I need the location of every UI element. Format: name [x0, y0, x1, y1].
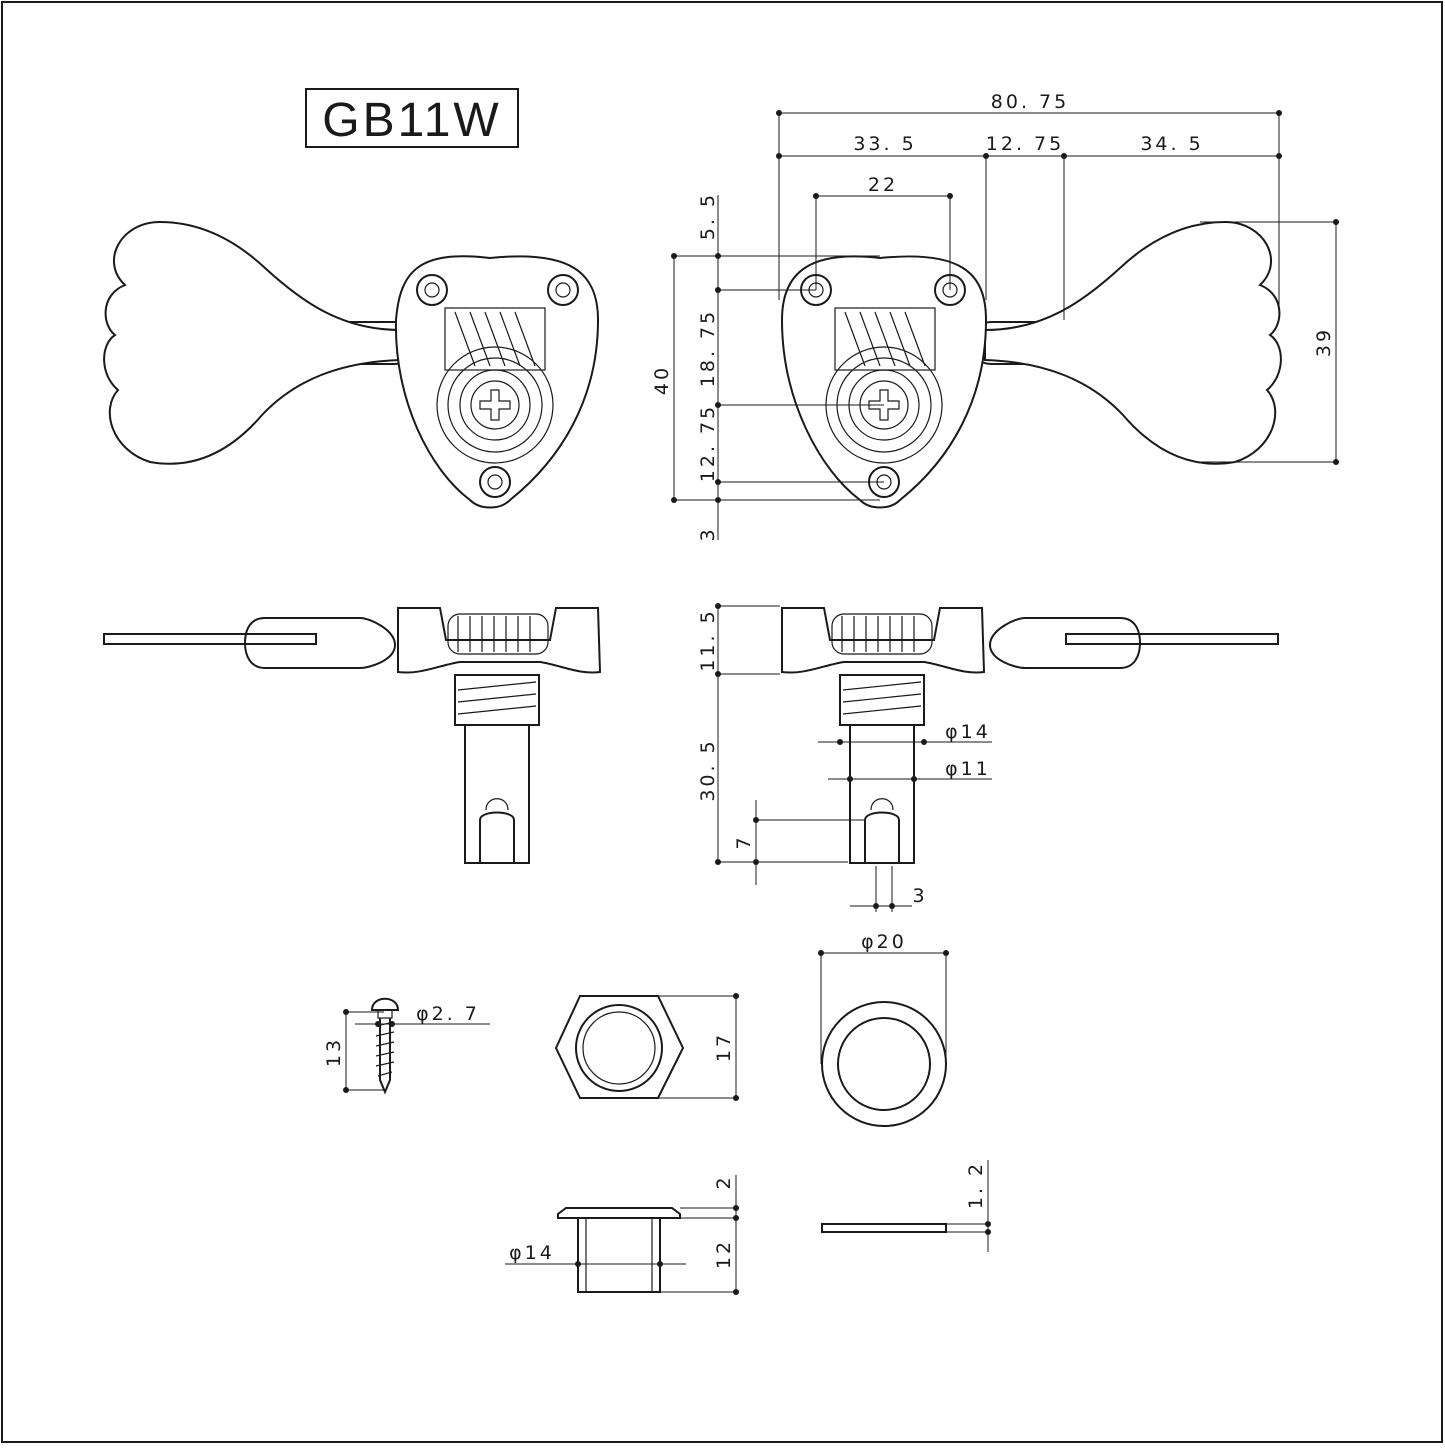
model-title-text: GB11W [322, 94, 501, 147]
dim-plate-height: 40 [651, 365, 673, 395]
washer: φ20 [818, 931, 949, 1127]
model-title: GB11W [305, 88, 519, 148]
dim-middle-section: 12. 75 [986, 133, 1064, 155]
dim-slot-depth: 7 [733, 834, 755, 849]
dim-screw-length: 13 [323, 1037, 345, 1067]
bushing: 2 12 φ14 [505, 1174, 739, 1295]
dim-right-section: 34. 5 [1140, 133, 1203, 155]
dim-body-height: 11. 5 [697, 608, 719, 671]
front-view-left [103, 220, 600, 509]
dim-thread-diameter: φ14 [945, 721, 991, 743]
dim-nut-width: 17 [713, 1032, 735, 1062]
dim-bushing-length: 12 [713, 1239, 735, 1269]
dim-post-length: 30. 5 [697, 738, 719, 801]
dim-screw-diameter: φ2. 7 [416, 1003, 480, 1025]
washer-profile: 1. 2 [821, 1160, 991, 1252]
dim-slot-width: 3 [912, 885, 927, 907]
dim-key-height: 39 [1313, 327, 1335, 357]
dim-overall-length: 80. 75 [991, 91, 1069, 113]
dim-washer-thickness: 1. 2 [965, 1161, 987, 1209]
dim-bushing-flange: 2 [713, 1174, 735, 1189]
dim-top-offset: 5. 5 [697, 192, 719, 240]
dim-hole-spacing: 22 [868, 174, 898, 196]
dims-side-right: 11. 5 30. 5 φ14 φ11 7 3 [697, 603, 992, 912]
dim-upper-span: 18. 75 [697, 309, 719, 387]
dim-bottom-offset: 3 [697, 526, 719, 541]
side-view-left [103, 607, 602, 864]
hex-nut: 17 [554, 993, 739, 1101]
dim-washer-diameter: φ20 [861, 931, 907, 953]
dim-left-section: 33. 5 [853, 133, 916, 155]
dim-bushing-diameter: φ14 [509, 1242, 555, 1264]
wood-screw: 13 φ2. 7 [323, 997, 490, 1095]
front-view-right [780, 220, 1282, 509]
dim-lower-span: 12. 75 [697, 404, 719, 482]
dims-top-right: 80. 75 33. 5 12. 75 34. 5 22 39 40 5. 5 [651, 91, 1339, 542]
dim-post-diameter: φ11 [945, 758, 991, 780]
side-view-right [781, 607, 1279, 864]
